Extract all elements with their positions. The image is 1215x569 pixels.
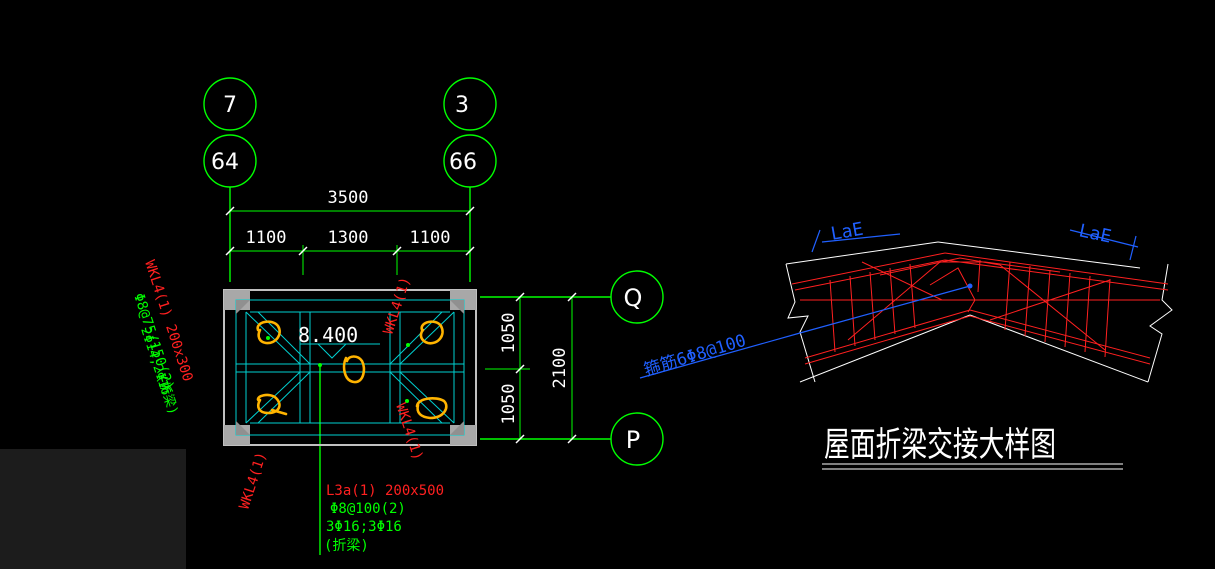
dim-overall-width: 3500	[328, 188, 369, 208]
l3a-note: (折梁)	[324, 538, 369, 554]
markup-circle-top-left	[256, 320, 281, 345]
dim-seg-mid: 1300	[328, 228, 369, 248]
beam-right-lower: WKL4(1)	[392, 401, 425, 462]
fold-beam-detail	[639, 229, 1173, 383]
markup-circles	[256, 320, 448, 420]
grid-label-col-b-top: 3	[455, 93, 469, 118]
grid-label-row-q: Q	[624, 284, 643, 312]
grid-label-col-a-top: 7	[223, 93, 237, 118]
grid-label-row-p: P	[626, 426, 640, 454]
l3a-bars: 3Φ16;3Φ16	[326, 519, 402, 535]
dim-v-lower: 1050	[499, 384, 519, 425]
markup-circle-bottom-left	[256, 393, 288, 416]
dim-seg-right: 1100	[410, 228, 451, 248]
grid-bubble-col-b-top	[443, 77, 497, 131]
lae-right-label: LaE	[1077, 220, 1113, 247]
title-underline	[822, 463, 1123, 470]
stirrup-note: 箍筋6Φ8@100	[642, 331, 749, 381]
beam-plan	[223, 289, 477, 446]
l3a-label: L3a(1) 200x500	[326, 483, 444, 499]
grid-label-col-b-bottom: 66	[449, 150, 477, 175]
lae-left-label: LaE	[829, 219, 865, 245]
l3a-stirrups: Φ8@100(2)	[330, 501, 406, 517]
grid-bubble-col-a-top	[203, 77, 257, 131]
grid-label-col-a-bottom: 64	[211, 150, 239, 175]
side-panel	[0, 449, 186, 569]
beam-bottom-label: WKL4(1)	[237, 450, 270, 511]
beam-right-upper: WKL4(1)	[381, 275, 414, 336]
dimension-lines	[229, 205, 580, 440]
dim-seg-left: 1100	[246, 228, 287, 248]
beam-left-note: (折梁)	[153, 373, 180, 417]
markup-circle-bottom-right	[415, 396, 448, 420]
detail-title: 屋面折梁交接大样图	[824, 425, 1056, 465]
markup-circle-center	[342, 355, 366, 384]
dim-v-upper: 1050	[499, 313, 519, 354]
markup-circle-top-right	[419, 320, 444, 345]
dimension-ticks	[225, 206, 577, 444]
dim-v-total: 2100	[550, 348, 570, 389]
elevation-label: 8.400	[298, 323, 358, 347]
